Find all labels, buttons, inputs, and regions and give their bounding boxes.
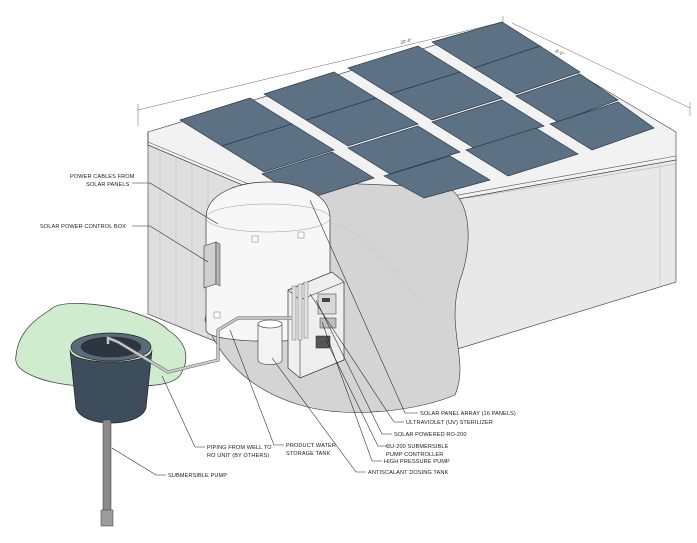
label-dosing-tank: ANTISCALANT DOSING TANK [368, 470, 448, 476]
label-product-tank-line2: STORAGE TANK [286, 451, 331, 457]
label-product-tank-line1: PRODUCT WATER [286, 443, 336, 449]
well [69, 332, 153, 527]
label-hp-pump: HIGH PRESSURE PUMP [384, 459, 450, 465]
solar-power-control-box [203, 241, 221, 289]
callout-labels: POWER CABLES FROM SOLAR PANELS SOLAR POW… [40, 174, 516, 479]
label-solar-array: SOLAR PANEL ARRAY (16 PANELS) [420, 411, 516, 417]
label-power-cables-line2: SOLAR PANELS [86, 182, 130, 188]
label-uv-sterilizer: ULTRAVIOLET (UV) STERILIZER [406, 420, 493, 426]
well-to-ro-piping [106, 316, 292, 374]
label-piping-line2: RO UNIT (BY OTHERS) [207, 453, 269, 459]
solar-panel-array [179, 21, 655, 201]
label-ro-unit: SOLAR POWERED RO-200 [394, 432, 467, 438]
label-pump-controller-line2: PUMP CONTROLLER [386, 452, 443, 458]
label-pump-controller-line1: CU-200 SUBMERSIBLE [386, 444, 449, 450]
leader-lines [111, 182, 418, 476]
label-submersible-pump: SUBMERSIBLE PUMP [168, 473, 227, 479]
length-dimension-text: 20'-0" [400, 37, 413, 45]
label-power-cables-line1: POWER CABLES FROM [70, 174, 135, 180]
ro-200-unit [287, 271, 345, 379]
label-control-box: SOLAR POWER CONTROL BOX [40, 224, 126, 230]
dimension-lines: 20'-0" 8'-0" [137, 16, 691, 126]
label-piping-line1: PIPING FROM WELL TO [207, 445, 272, 451]
antiscalant-dosing-tank [257, 319, 283, 365]
width-dimension-text: 8'-0" [555, 48, 566, 56]
